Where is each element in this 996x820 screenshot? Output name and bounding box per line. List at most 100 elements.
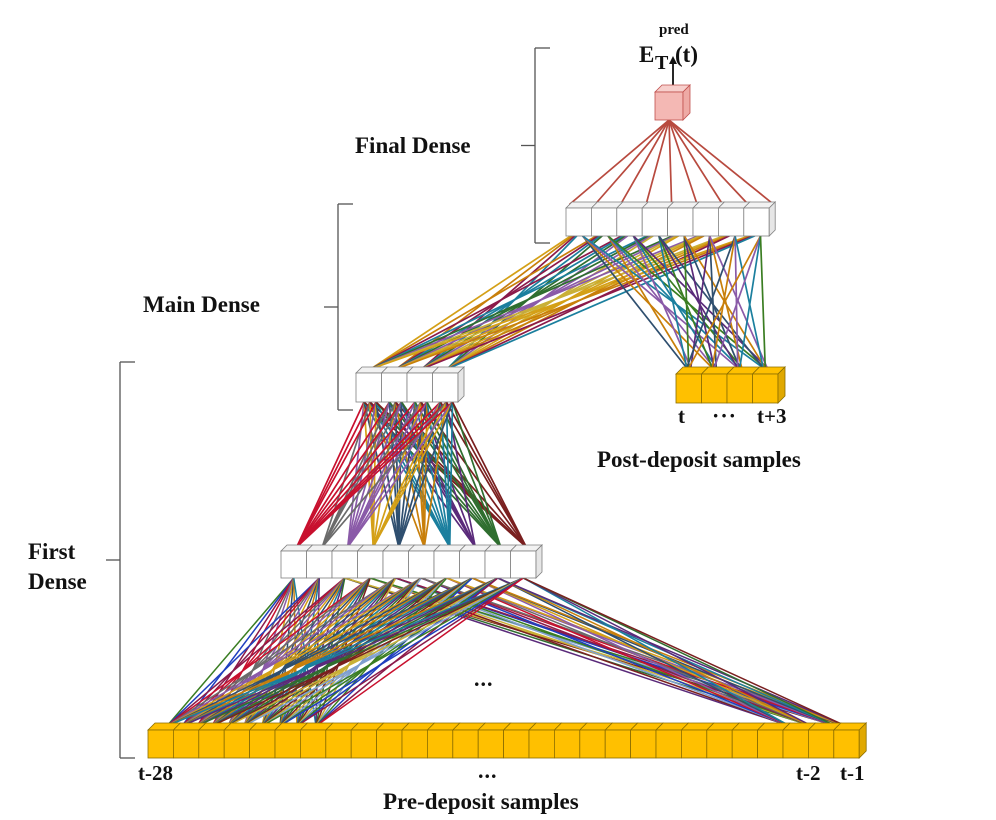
main-dense-layer-cell xyxy=(432,372,459,403)
edge-output-to-final xyxy=(619,119,670,205)
layer-brackets xyxy=(106,47,550,759)
tick-label-t-minus-1: t-1 xyxy=(840,761,865,785)
edge-final-to-post xyxy=(738,235,762,369)
first-dense-layer-cell xyxy=(510,550,537,579)
first-dense-layer-cell xyxy=(408,550,435,579)
tick-label-t-minus-28: t-28 xyxy=(138,761,173,785)
edge-first-to-pre xyxy=(166,577,320,727)
edge-main-to-first xyxy=(451,401,502,548)
edge-first-to-pre xyxy=(166,577,524,727)
edge-first-to-pre xyxy=(243,577,499,727)
edge-output-to-final xyxy=(668,119,749,205)
edge-main-to-first xyxy=(295,401,416,548)
edge-final-to-post xyxy=(759,235,767,369)
pre-deposit-input-row-cell xyxy=(325,729,352,759)
ellipsis-middle: ... xyxy=(474,666,494,691)
edge-final-to-post xyxy=(632,235,692,369)
edge-final-to-post xyxy=(685,235,736,369)
final-dense-layer-cell xyxy=(591,207,618,237)
tick-label-t: t xyxy=(678,404,685,428)
pre-deposit-input-row-cell xyxy=(274,729,301,759)
main-dense-layer-side xyxy=(457,366,465,403)
pre-deposit-input-row-cell xyxy=(808,729,835,759)
pre-deposit-input-row-cell xyxy=(681,729,708,759)
edge-first-to-pre xyxy=(166,577,473,727)
edge-main-to-first xyxy=(295,401,428,548)
pre-deposit-input-row-cell xyxy=(299,729,327,759)
edge-main-to-first xyxy=(295,401,403,548)
final-dense-layer-cell xyxy=(667,207,694,237)
pre-deposit-input-row-cell xyxy=(401,729,428,759)
pre-deposit-input-row-cell xyxy=(249,729,276,759)
edge-output-to-final xyxy=(668,119,698,205)
pre-deposit-input-row-cell xyxy=(198,729,225,759)
first-dense-label: First Dense xyxy=(28,539,87,594)
edge-final-to-post xyxy=(581,235,688,369)
edge-final-to-main xyxy=(369,235,572,370)
edge-first-to-pre xyxy=(166,577,295,727)
edge-final-to-post xyxy=(734,235,765,369)
final-dense-layer-cell xyxy=(718,207,745,237)
pre-deposit-input-row-cell xyxy=(731,729,759,759)
edge-first-to-pre xyxy=(522,577,791,727)
edge-first-to-pre xyxy=(243,577,524,727)
edge-final-to-post xyxy=(683,235,690,369)
post-deposit-input-row-cell xyxy=(675,373,702,404)
pre-deposit-input-row-cell xyxy=(350,729,378,759)
first-dense-layer-cell xyxy=(433,550,460,579)
edge-first-to-pre xyxy=(522,577,813,727)
pre-deposit-input-row-cell xyxy=(223,729,250,759)
first-dense-layer-cell xyxy=(306,550,333,579)
final-dense-layer-cell xyxy=(692,207,719,237)
main-dense-layer-cell xyxy=(406,372,433,403)
edge-final-to-main xyxy=(446,235,756,370)
edge-final-to-main xyxy=(395,235,752,370)
edge-first-to-pre xyxy=(196,577,473,727)
edge-main-to-first xyxy=(346,401,428,548)
edge-first-to-pre xyxy=(166,577,499,727)
edge-final-to-post xyxy=(683,235,716,369)
pre-deposit-input-row-cell xyxy=(757,729,784,759)
connection-lines xyxy=(166,119,847,727)
edge-first-to-pre xyxy=(522,577,847,727)
edge-first-to-pre xyxy=(166,577,346,727)
final-dense-layer-side xyxy=(768,201,776,237)
pre-deposit-input-row-cell xyxy=(655,729,682,759)
output-argument: (t) xyxy=(675,42,698,67)
main-dense-label: Main Dense xyxy=(143,292,260,317)
ellipsis-bottom: ... xyxy=(478,758,498,783)
edge-main-to-first xyxy=(295,401,371,548)
edge-final-to-post xyxy=(708,235,743,369)
final-dense-layer-cell xyxy=(641,207,669,237)
edge-main-to-first xyxy=(439,401,528,548)
edge-first-to-pre xyxy=(211,577,499,727)
output-main-letter: E xyxy=(639,42,655,67)
post-deposit-input-row-side xyxy=(777,366,786,404)
tick-label-t-minus-2: t-2 xyxy=(796,761,821,785)
edge-first-to-pre xyxy=(166,577,371,727)
edge-first-to-pre xyxy=(315,577,524,727)
edge-first-to-pre xyxy=(196,577,499,727)
edge-first-to-pre xyxy=(446,577,791,727)
final-dense-layer-cell xyxy=(565,207,592,237)
edge-output-to-final xyxy=(668,119,775,205)
main-dense-bracket xyxy=(324,203,353,411)
edge-final-to-post xyxy=(658,235,739,369)
edge-first-to-pre xyxy=(227,577,499,727)
edge-first-to-pre xyxy=(497,577,791,727)
pre-deposit-input-row-cell xyxy=(579,729,606,759)
edge-first-to-pre xyxy=(279,577,499,727)
pre-deposit-input-row-cell xyxy=(706,729,733,759)
final-dense-layer-cell xyxy=(616,207,643,237)
first-dense-layer-cell xyxy=(331,550,358,579)
pre-deposit-label: Pre-deposit samples xyxy=(383,789,579,814)
edge-first-to-pre xyxy=(181,577,524,727)
pre-deposit-input-row-side xyxy=(858,722,867,759)
edge-main-to-first xyxy=(372,401,442,548)
edge-final-to-main xyxy=(369,235,623,370)
edge-main-to-first xyxy=(445,401,451,548)
first-dense-layer-cell xyxy=(382,550,409,579)
layer-nodes xyxy=(147,56,868,759)
edge-first-to-pre xyxy=(181,577,473,727)
